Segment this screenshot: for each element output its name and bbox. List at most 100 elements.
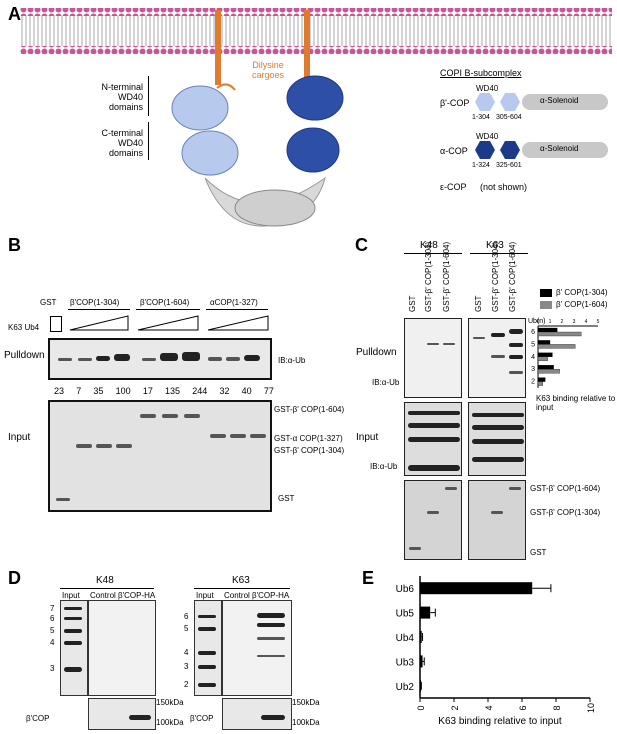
- e-x-tick-label: 8: [552, 705, 562, 710]
- c-bar: [537, 377, 546, 382]
- c-category-label: 3: [531, 366, 535, 373]
- dilysine-label: Dilysine cargoes: [251, 60, 285, 80]
- d-kda-100-2: 100kDa: [292, 718, 320, 727]
- b-quant: 17: [142, 386, 153, 396]
- b-label-gst: GST: [278, 494, 295, 503]
- c-input-label: Input: [356, 432, 379, 443]
- e-x-tick-label: 2: [450, 705, 460, 710]
- d-lane-input-2: Input: [196, 591, 214, 600]
- b-quant: 40: [241, 386, 252, 396]
- b-quant: 23: [54, 386, 65, 396]
- c-legend-2-text: β' COP(1-604): [556, 300, 608, 309]
- e-category-label: Ub3: [396, 657, 415, 668]
- c-k48-pulldown-blot: [404, 318, 462, 398]
- beta-cop-domains: [475, 93, 608, 111]
- legend-swatch: [540, 288, 552, 297]
- b-quant: 244: [192, 386, 208, 396]
- b-quant: 135: [165, 386, 181, 396]
- b-quant-row: 23 7 35 100 17 135 244 32 40 77: [54, 386, 274, 396]
- b-pulldown-blot: [48, 338, 272, 380]
- d-lane-bcopha-1: β'COP-HA: [118, 591, 156, 600]
- d-k48-input-blot: [60, 600, 88, 696]
- c-bar: [537, 327, 558, 333]
- b-input-blot: [48, 400, 272, 512]
- d-kda-150-1: 150kDa: [156, 698, 184, 707]
- c-x-tick-label: 2: [561, 319, 564, 325]
- b-concentration-wedges: [69, 315, 269, 331]
- n-terminal-label: N-terminal WD40 domains: [101, 82, 143, 112]
- c-ib-label-2: IB:α-Ub: [370, 462, 398, 471]
- d-k63-marker: 5: [184, 624, 189, 633]
- d-k48-pulldown-blot: [88, 600, 156, 696]
- panel-e-letter: E: [362, 568, 375, 588]
- d-k48-marker: 7: [50, 604, 55, 613]
- c-x-tick-label: 4: [585, 319, 588, 325]
- e-bar: [420, 606, 431, 619]
- legend-swatch: [540, 300, 552, 309]
- c-bar: [537, 352, 553, 357]
- b-quant: 100: [115, 386, 131, 396]
- beta-solenoid-label: α-Solenoid: [540, 96, 579, 105]
- d-k63-marker: 4: [184, 648, 189, 657]
- d-bcop-label-2: β'COP: [190, 714, 214, 723]
- alpha-cop-label: α-COP: [440, 146, 468, 156]
- c-x-tick-label: 5: [597, 319, 600, 325]
- cargo-tail-right: [304, 10, 310, 78]
- c-x-tick-label: 3: [573, 319, 576, 325]
- d-kda-150-2: 150kDa: [292, 698, 320, 707]
- d-k48-marker: 5: [50, 626, 55, 635]
- epsilon-not-shown: (not shown): [480, 182, 528, 192]
- e-x-tick-label: 4: [484, 705, 494, 710]
- e-x-tick-label: 6: [518, 705, 528, 710]
- c-category-label: 2: [531, 379, 535, 386]
- b-input-label: Input: [8, 432, 31, 443]
- panel-d-letter: D: [8, 568, 21, 588]
- beta-range-2: 305-604: [496, 114, 522, 121]
- cargo-tail-left: [215, 10, 221, 85]
- c-k63-pulldown-blot: [468, 318, 526, 398]
- d-k63-label: K63: [232, 575, 250, 586]
- alpha-wd40-label: WD40: [476, 132, 499, 141]
- panel-a-letter: A: [8, 4, 21, 24]
- c-bar: [537, 340, 551, 345]
- d-k63-input-blot: [194, 600, 222, 696]
- beta-cop-label: β'-COP: [440, 98, 470, 108]
- c-axis-label: K63 binding relative to input: [536, 394, 616, 412]
- b-label-gst-acop327: GST-α COP(1-327): [274, 434, 343, 443]
- c-k48-input-blot: [404, 402, 462, 476]
- d-k63-marker: 6: [184, 612, 189, 621]
- panel-c-letter: C: [355, 235, 368, 255]
- c-x-tick-label: 1: [549, 319, 552, 325]
- d-lane-control-2: Control: [224, 591, 250, 600]
- c-category-label: 4: [531, 354, 535, 361]
- c-terminal-label: C-terminal WD40 domains: [101, 128, 143, 158]
- d-k63-marker: 3: [184, 662, 189, 671]
- c-k63-input-blot: [468, 402, 526, 476]
- c-bar: [537, 369, 560, 374]
- d-kda-100-1: 100kDa: [156, 718, 184, 727]
- c-bar: [537, 331, 582, 337]
- d-lane-control-1: Control: [90, 591, 116, 600]
- copi-structure-illustration: [171, 75, 344, 227]
- d-k63-bcop-blot: [222, 698, 292, 730]
- b-gst-box: [50, 316, 62, 332]
- b-line-1: [68, 309, 130, 310]
- b-line-3: [206, 309, 268, 310]
- e-category-label: Ub5: [396, 609, 415, 620]
- c-bar: [537, 365, 554, 370]
- beta-wd40-label: WD40: [476, 84, 499, 93]
- d-lane-bcopha-2: β'COP-HA: [252, 591, 290, 600]
- c-terminal-bracket: [148, 122, 149, 160]
- d-k48-marker: 3: [50, 664, 55, 673]
- d-k48-label: K48: [96, 575, 114, 586]
- c-k48-gst-blot: [404, 480, 462, 560]
- c-bar: [537, 344, 576, 349]
- c-category-label: 6: [531, 329, 535, 336]
- d-k63-line: [194, 588, 290, 589]
- c-label-gst: GST: [530, 548, 547, 557]
- e-category-label: Ub4: [396, 633, 415, 644]
- c-lane-bcop604-2: GST-β' COP(1-604): [508, 241, 517, 312]
- c-ib-label-1: IB:α-Ub: [372, 378, 400, 387]
- e-bar: [420, 655, 423, 668]
